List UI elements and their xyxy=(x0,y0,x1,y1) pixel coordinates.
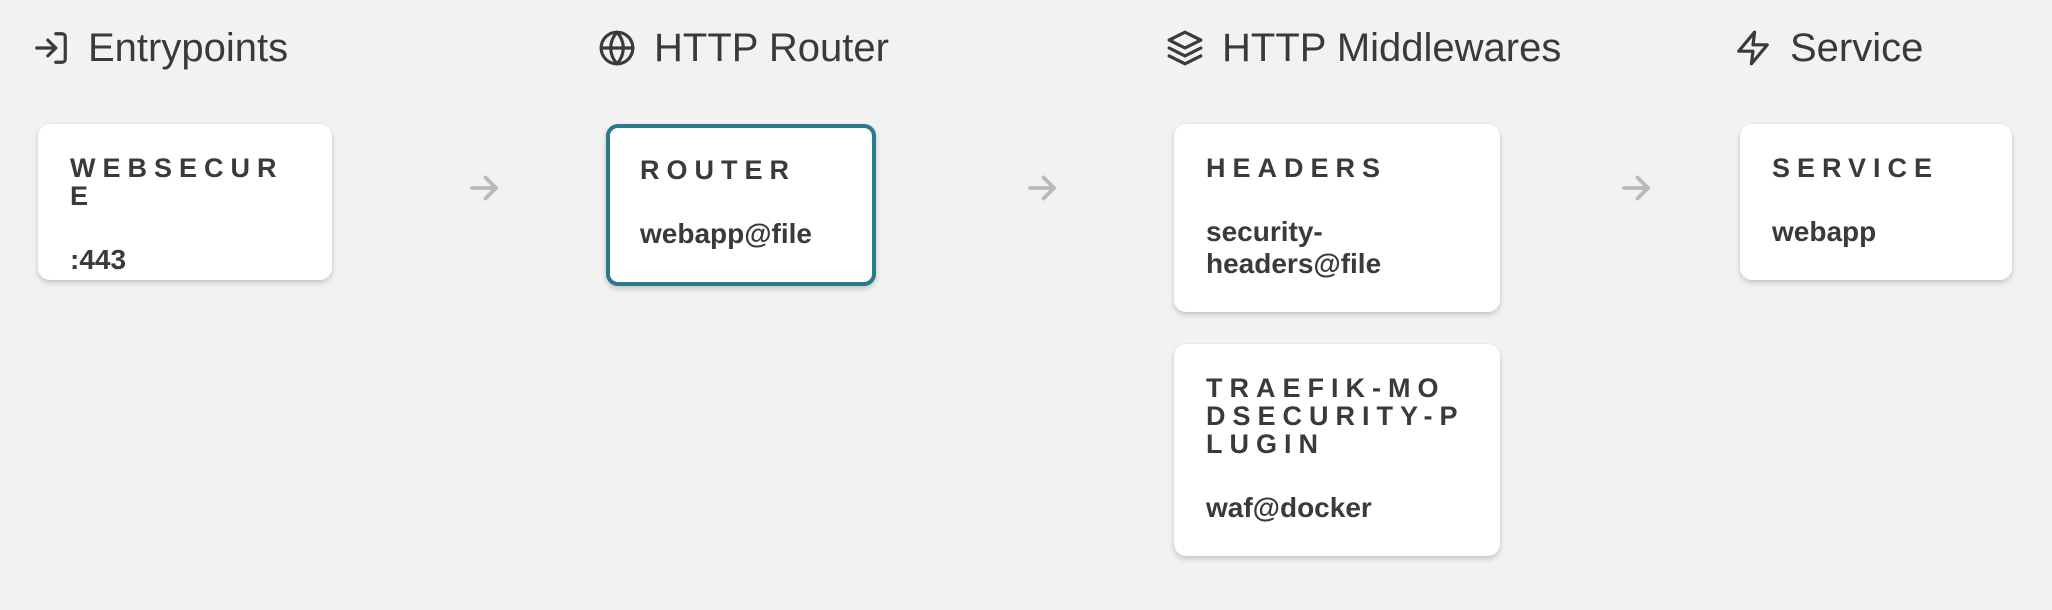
middleware-headers-name: security-headers@file xyxy=(1206,216,1382,279)
service-card[interactable]: SERVICE webapp xyxy=(1740,124,2012,280)
middleware-headers-card[interactable]: HEADERS security-headers@file xyxy=(1174,124,1500,312)
middlewares-title: HTTP Middlewares xyxy=(1222,25,1562,70)
middleware-waf-kind: TRAEFIK-MODSECURITY-PLUGIN xyxy=(1206,373,1465,459)
entrypoint-card[interactable]: WEBSECURE :443 xyxy=(38,124,332,280)
router-header: HTTP Router xyxy=(598,22,889,74)
router-name: webapp@file xyxy=(640,218,812,249)
service-title: Service xyxy=(1790,25,1924,70)
lightning-icon xyxy=(1734,29,1772,67)
arrow-right-icon xyxy=(1024,170,1060,206)
globe-icon xyxy=(598,29,636,67)
service-kind: SERVICE xyxy=(1772,153,1940,183)
middleware-headers-kind: HEADERS xyxy=(1206,153,1388,183)
arrow-right-icon xyxy=(1618,170,1654,206)
layers-icon xyxy=(1166,29,1204,67)
router-title: HTTP Router xyxy=(654,25,889,70)
sign-in-icon xyxy=(32,29,70,67)
arrow-right-icon xyxy=(466,170,502,206)
entrypoint-name: :443 xyxy=(70,244,127,275)
middlewares-header: HTTP Middlewares xyxy=(1166,22,1561,74)
entrypoint-kind: WEBSECURE xyxy=(70,153,284,211)
router-card[interactable]: ROUTER webapp@file xyxy=(606,124,876,286)
middleware-waf-name: waf@docker xyxy=(1206,492,1372,523)
entrypoints-title: Entrypoints xyxy=(88,25,289,70)
service-name: webapp xyxy=(1772,216,1877,247)
router-kind: ROUTER xyxy=(640,155,796,185)
service-header: Service xyxy=(1734,22,1923,74)
middleware-waf-card[interactable]: TRAEFIK-MODSECURITY-PLUGIN waf@docker xyxy=(1174,344,1500,556)
entrypoints-header: Entrypoints xyxy=(32,22,288,74)
